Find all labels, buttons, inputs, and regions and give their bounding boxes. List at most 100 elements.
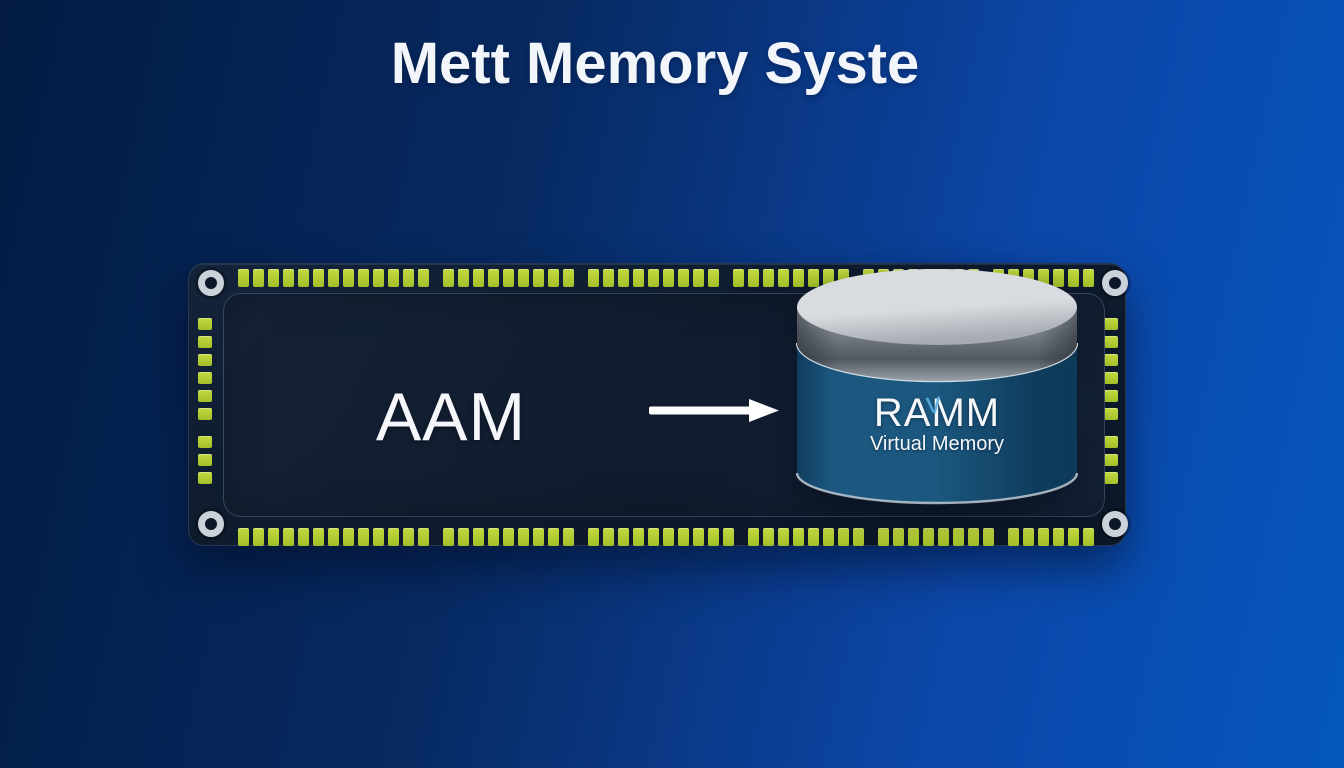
contact-pad-icon — [838, 528, 849, 546]
contact-pad-icon — [488, 269, 499, 287]
pads-left — [198, 318, 212, 484]
contact-pad-icon — [198, 318, 212, 330]
screw-icon — [1102, 270, 1128, 296]
pad-group — [198, 318, 212, 420]
contact-pad-icon — [268, 269, 279, 287]
source-memory-label: AAM — [375, 379, 527, 455]
arrow-right-icon — [649, 399, 779, 422]
contact-pad-icon — [563, 528, 574, 546]
contact-pad-icon — [198, 436, 212, 448]
pad-group — [443, 528, 574, 546]
contact-pad-icon — [908, 528, 919, 546]
contact-pad-icon — [1038, 528, 1049, 546]
pads-right — [1104, 318, 1118, 484]
contact-pad-icon — [1104, 408, 1118, 420]
contact-pad-icon — [548, 269, 559, 287]
contact-pad-icon — [1068, 269, 1079, 287]
contact-pad-icon — [298, 528, 309, 546]
contact-pad-icon — [808, 269, 819, 287]
contact-pad-icon — [403, 528, 414, 546]
contact-pad-icon — [458, 528, 469, 546]
contact-pad-icon — [968, 528, 979, 546]
contact-pad-icon — [298, 269, 309, 287]
contact-pad-icon — [603, 528, 614, 546]
contact-pad-icon — [1068, 528, 1079, 546]
ram-label: RAMM — [873, 391, 1001, 435]
contact-pad-icon — [1008, 528, 1019, 546]
contact-pad-icon — [723, 528, 734, 546]
contact-pad-icon — [563, 269, 574, 287]
contact-pad-icon — [778, 269, 789, 287]
contact-pad-icon — [313, 269, 324, 287]
contact-pad-icon — [1083, 528, 1094, 546]
contact-pad-icon — [473, 269, 484, 287]
contact-pad-icon — [648, 528, 659, 546]
contact-pad-icon — [648, 269, 659, 287]
contact-pad-icon — [443, 269, 454, 287]
pad-group — [748, 528, 864, 546]
contact-pad-icon — [488, 528, 499, 546]
contact-pad-icon — [418, 528, 429, 546]
contact-pad-icon — [708, 528, 719, 546]
pad-group — [1104, 318, 1118, 420]
contact-pad-icon — [663, 528, 674, 546]
contact-pad-icon — [443, 528, 454, 546]
contact-pad-icon — [473, 528, 484, 546]
pad-group — [198, 436, 212, 484]
contact-pad-icon — [618, 269, 629, 287]
pad-group — [443, 269, 574, 287]
contact-pad-icon — [533, 269, 544, 287]
contact-pad-icon — [938, 528, 949, 546]
contact-pad-icon — [238, 528, 249, 546]
contact-pad-icon — [748, 528, 759, 546]
contact-pad-icon — [503, 269, 514, 287]
contact-pad-icon — [663, 269, 674, 287]
contact-pad-icon — [603, 269, 614, 287]
contact-pad-icon — [518, 528, 529, 546]
contact-pad-icon — [518, 269, 529, 287]
contact-pad-icon — [343, 528, 354, 546]
contact-pad-icon — [1104, 318, 1118, 330]
contact-pad-icon — [1104, 390, 1118, 402]
contact-pad-icon — [548, 528, 559, 546]
contact-pad-icon — [388, 269, 399, 287]
contact-pad-icon — [328, 269, 339, 287]
pad-group — [1008, 528, 1094, 546]
contact-pad-icon — [793, 269, 804, 287]
contact-pad-icon — [358, 269, 369, 287]
contact-pad-icon — [823, 269, 834, 287]
contact-pad-icon — [1104, 472, 1118, 484]
contact-pad-icon — [388, 528, 399, 546]
contact-pad-icon — [1023, 528, 1034, 546]
contact-pad-icon — [763, 528, 774, 546]
contact-pad-icon — [793, 528, 804, 546]
contact-pad-icon — [253, 528, 264, 546]
contact-pad-icon — [708, 269, 719, 287]
contact-pad-icon — [808, 528, 819, 546]
contact-pad-icon — [1104, 436, 1118, 448]
contact-pad-icon — [693, 528, 704, 546]
contact-pad-icon — [1104, 354, 1118, 366]
contact-pad-icon — [588, 528, 599, 546]
contact-pad-icon — [838, 269, 849, 287]
pad-group — [238, 528, 429, 546]
contact-pad-icon — [503, 528, 514, 546]
contact-pad-icon — [618, 528, 629, 546]
contact-pad-icon — [853, 528, 864, 546]
screw-icon — [198, 511, 224, 537]
contact-pad-icon — [1104, 336, 1118, 348]
contact-pad-icon — [198, 408, 212, 420]
contact-pad-icon — [678, 528, 689, 546]
contact-pad-icon — [343, 269, 354, 287]
contact-pad-icon — [1083, 269, 1094, 287]
contact-pad-icon — [953, 528, 964, 546]
contact-pad-icon — [633, 269, 644, 287]
contact-pad-icon — [358, 528, 369, 546]
contact-pad-icon — [313, 528, 324, 546]
contact-pad-icon — [238, 269, 249, 287]
contact-pad-icon — [923, 528, 934, 546]
contact-pad-icon — [458, 269, 469, 287]
contact-pad-icon — [1053, 269, 1064, 287]
contact-pad-icon — [533, 528, 544, 546]
